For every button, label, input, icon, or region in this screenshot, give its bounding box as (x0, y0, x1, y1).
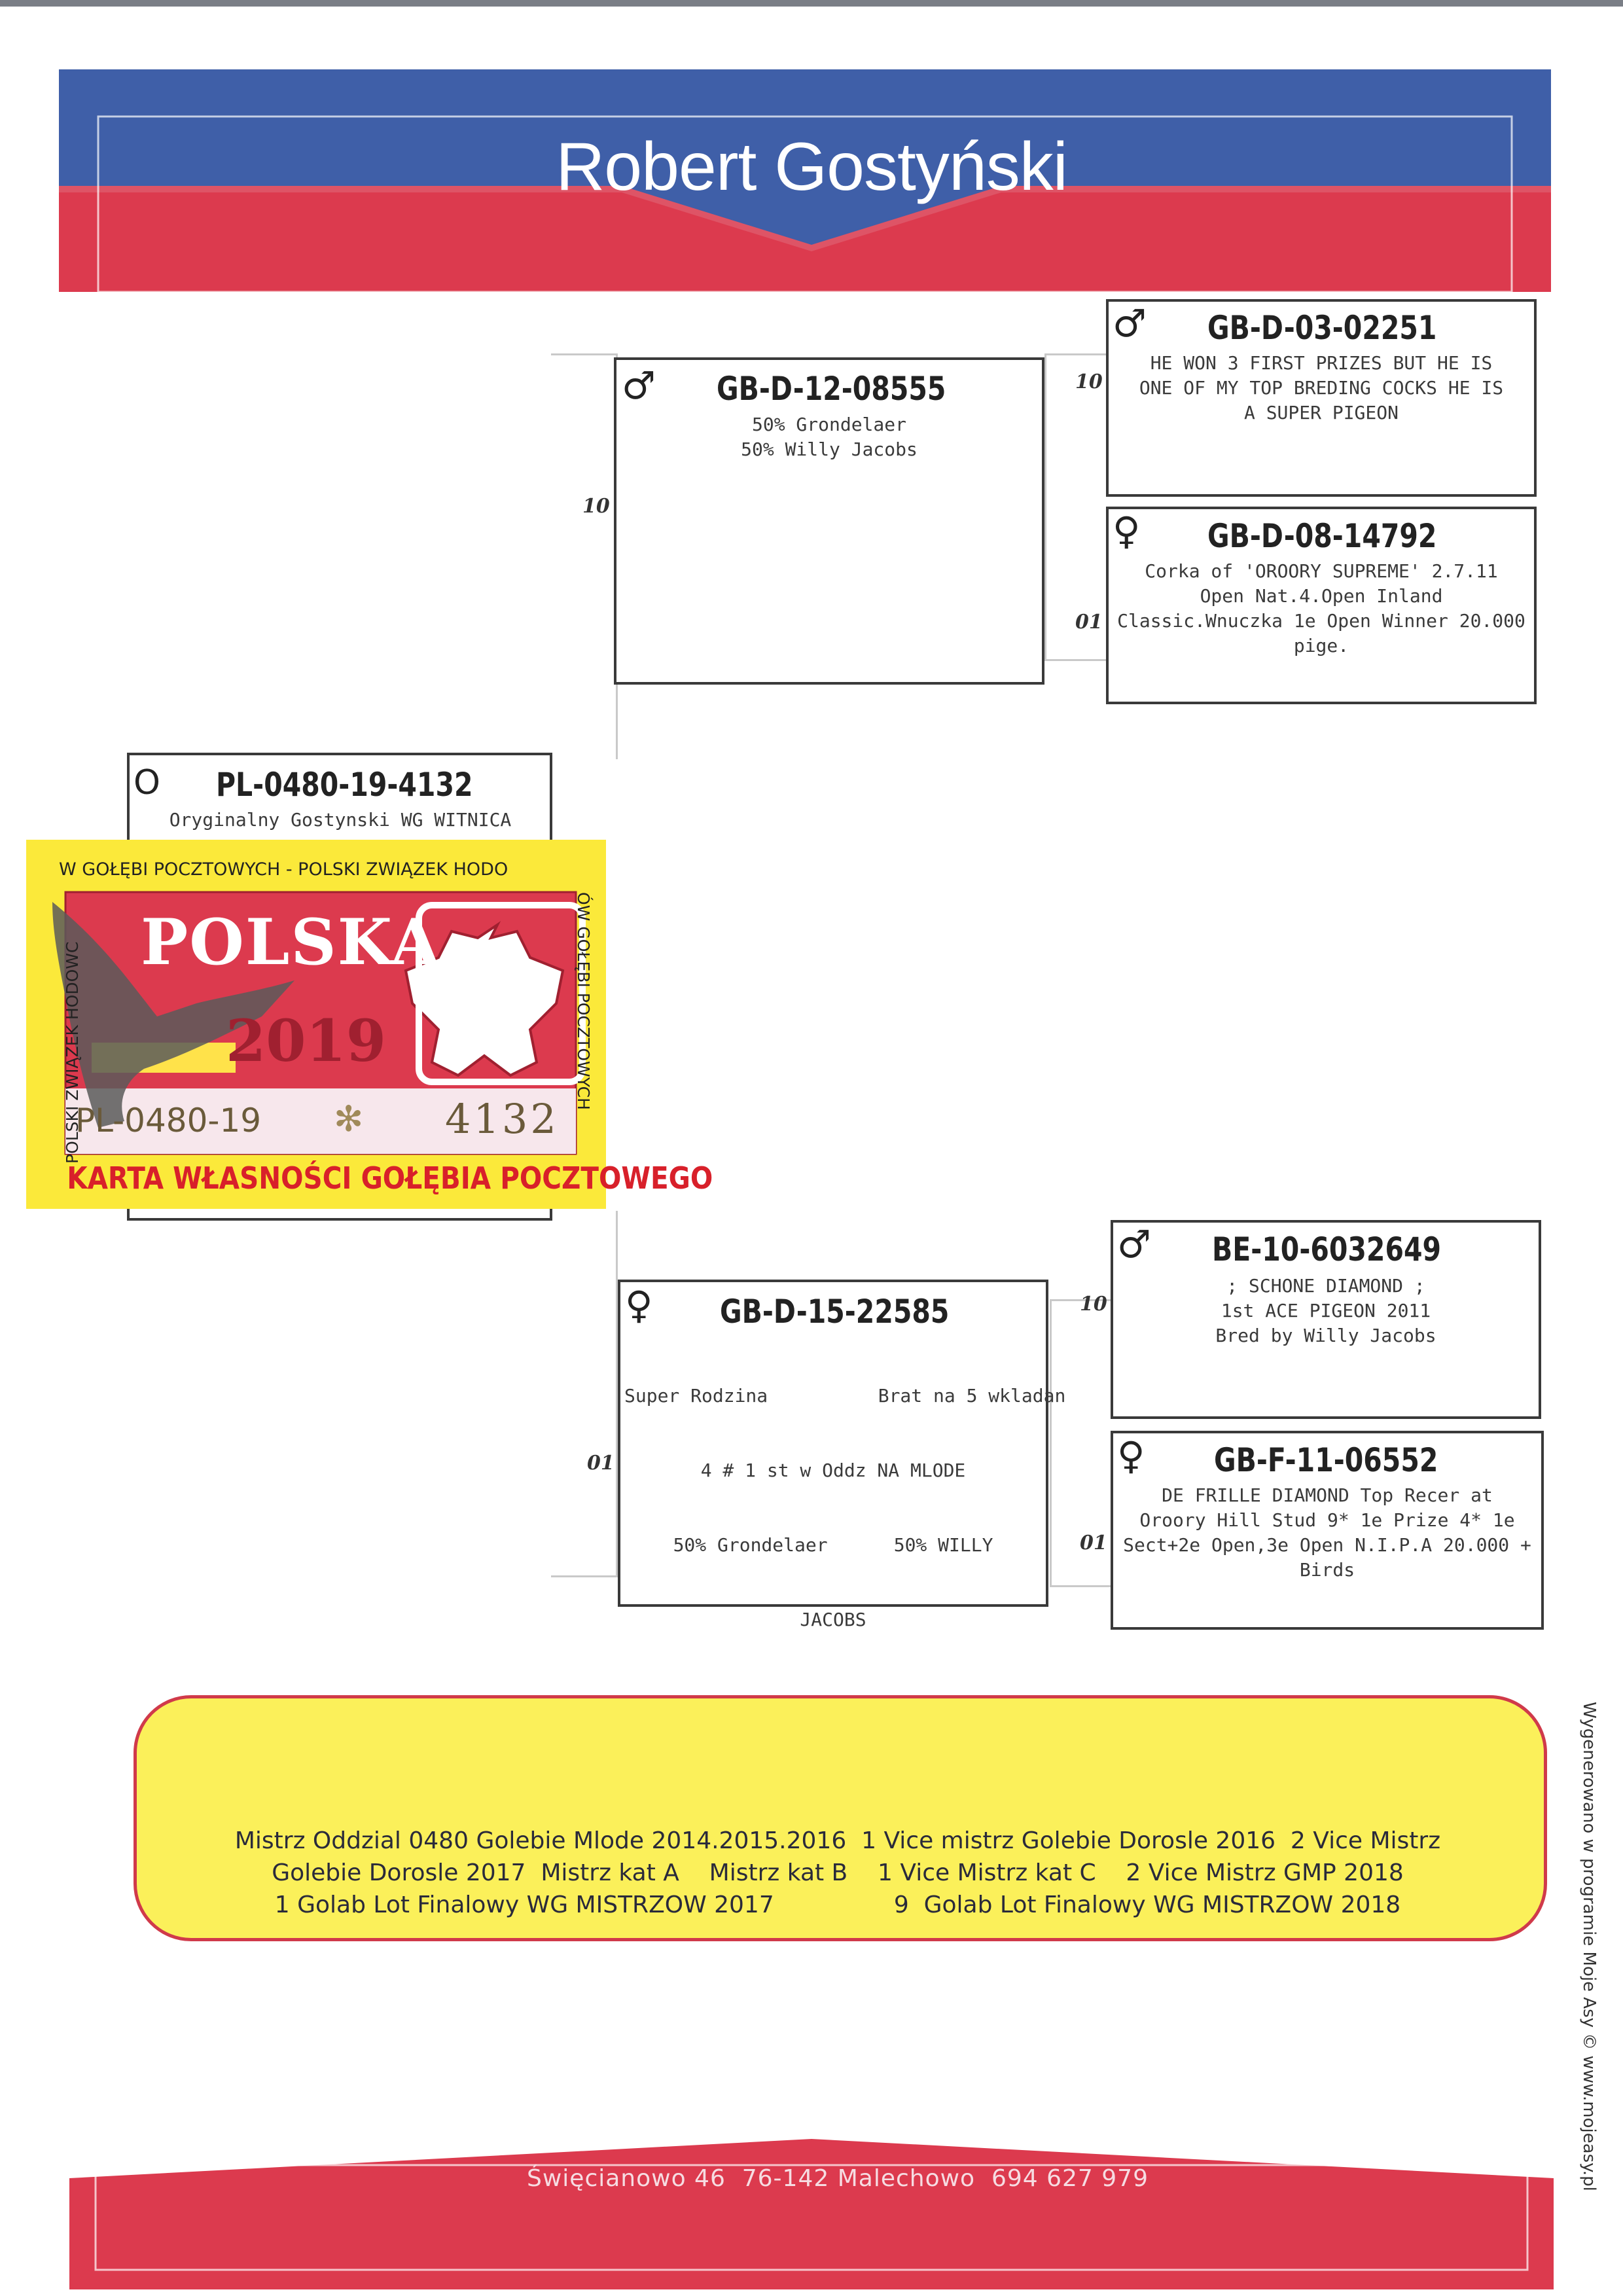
female-icon: ♀ (625, 1283, 653, 1327)
card-ring-prefix: PL-0480-19 (75, 1102, 262, 1139)
ring-number-sire-dam: GB-D-08-14792 (1207, 517, 1437, 555)
ring-number-subject: PL-0480-19-4132 (216, 766, 473, 804)
ring-number-dam: GB-D-15-22585 (720, 1293, 950, 1331)
ring-number-sire-sire: GB-D-03-02251 (1207, 309, 1437, 347)
score-sire-sire: 10 (1075, 370, 1103, 393)
subject-note: Oryginalny Gostynski WG WITNICA (169, 809, 512, 831)
score-dam-dam: 01 (1080, 1532, 1107, 1554)
dam-dam-line: DE FRILLE DIAMOND Top Recer at (1162, 1484, 1493, 1506)
sire-description: 50% Grondelaer 50% Willy Jacobs (622, 412, 1037, 462)
sire-sire-line: HE WON 3 FIRST PRIZES BUT HE IS (1150, 352, 1493, 374)
card-asterisk: ✻ (334, 1098, 364, 1139)
score-sire: 10 (582, 495, 610, 518)
sire-dam-line: pige. (1293, 635, 1349, 656)
dam-line: Super Rodzina Brat na 5 wkladan (624, 1385, 1066, 1407)
card-country: POLSKA (141, 905, 441, 979)
achievements-panel (134, 1695, 1547, 1941)
sire-sire-description: HE WON 3 FIRST PRIZES BUT HE IS ONE OF M… (1113, 351, 1530, 425)
female-icon: ♀ (1117, 1433, 1145, 1478)
dam-dam-line: Sect+2e Open,3e Open N.I.P.A 20.000 + (1123, 1534, 1531, 1556)
header-banner (59, 69, 1551, 292)
sire-dam-description: Corka of 'OROORY SUPREME' 2.7.11 Open Na… (1113, 559, 1530, 658)
card-year: 2019 (226, 1007, 386, 1075)
achievement-line: 1 Golab Lot Finalowy WG MISTRZOW 2017 9 … (274, 1892, 1401, 1918)
female-icon: ♀ (1113, 509, 1141, 553)
sire-dam-line: Corka of 'OROORY SUPREME' 2.7.11 (1145, 560, 1498, 582)
dam-sire-description: ; SCHONE DIAMOND ; 1st ACE PIGEON 2011 B… (1117, 1274, 1535, 1348)
sire-sire-line: A SUPER PIGEON (1243, 402, 1399, 423)
dam-line: 50% Grondelaer 50% WILLY (673, 1534, 993, 1556)
connector-subject-dam (551, 1211, 618, 1577)
ring-number-sire: GB-D-12-08555 (717, 370, 946, 408)
achievement-line: Golebie Dorosle 2017 Mistrz kat A Mistrz… (272, 1859, 1404, 1886)
score-dam-sire: 10 (1080, 1293, 1107, 1316)
pedigree-box-sire-dam[interactable] (1106, 507, 1537, 704)
connector-dam-parents (1050, 1299, 1113, 1587)
ring-number-dam-dam: GB-F-11-06552 (1214, 1441, 1438, 1479)
unknown-sex-icon: O (134, 763, 160, 802)
pedigree-box-dam-dam[interactable] (1111, 1431, 1544, 1630)
ring-number-dam-sire: BE-10-6032649 (1212, 1230, 1442, 1268)
footer-banner (69, 2139, 1554, 2289)
dam-line: 4 # 1 st w Oddz NA MLODE (700, 1460, 966, 1481)
sire-dam-line: Classic.Wnuczka 1e Open Winner 20.000 (1117, 610, 1525, 632)
sire-line: 50% Willy Jacobs (741, 439, 918, 460)
dam-sire-line: Bred by Willy Jacobs (1215, 1325, 1436, 1346)
card-caption: KARTA WŁASNOŚCI GOŁĘBIA POCZTOWEGO (67, 1160, 713, 1196)
pedigree-box-sire[interactable] (614, 357, 1044, 685)
card-right-text: ÓW GOŁĘBI POCZTOWYCH (574, 892, 593, 1110)
side-note: Wygenerowano w programie Moje Asy © www.… (1579, 1702, 1599, 2191)
ownership-card: W GOŁĘBI POCZTOWYCH - POLSKI ZWIĄZEK HOD… (26, 840, 713, 1209)
footer-address: Święcianowo 46 76-142 Malechowo 694 627 … (527, 2165, 1149, 2192)
connector-sire-parents (1044, 353, 1107, 661)
dam-description: Super Rodzina Brat na 5 wkladan 4 # 1 st… (624, 1334, 1066, 1657)
connector-subject-sire (551, 353, 618, 759)
achievement-line: Mistrz Oddzial 0480 Golebie Mlode 2014.2… (234, 1827, 1441, 1854)
score-sire-dam: 01 (1075, 611, 1103, 634)
achievements-text: Mistrz Oddzial 0480 Golebie Mlode 2014.2… (216, 1825, 1459, 1921)
male-icon: ♂ (1117, 1222, 1151, 1266)
dam-dam-line: Birds (1299, 1559, 1355, 1581)
page-title: Robert Gostyński (556, 129, 1068, 205)
dam-sire-line: ; SCHONE DIAMOND ; (1226, 1275, 1425, 1297)
male-icon: ♂ (622, 363, 656, 408)
dam-line: JACOBS (800, 1609, 866, 1630)
card-top-text: W GOŁĘBI POCZTOWYCH - POLSKI ZWIĄZEK HOD… (59, 859, 508, 880)
dam-dam-line: Oroory Hill Stud 9* 1e Prize 4* 1e (1139, 1509, 1515, 1531)
dam-dam-description: DE FRILLE DIAMOND Top Recer at Oroory Hi… (1117, 1483, 1537, 1583)
dam-sire-line: 1st ACE PIGEON 2011 (1221, 1300, 1431, 1321)
scan-edge (0, 0, 1623, 7)
pedigree-box-dam-sire[interactable] (1111, 1220, 1541, 1419)
card-ring-number: 4132 (445, 1095, 559, 1143)
score-dam: 01 (587, 1452, 615, 1475)
pedigree-box-dam[interactable] (618, 1280, 1048, 1607)
male-icon: ♂ (1113, 301, 1147, 346)
sire-sire-line: ONE OF MY TOP BREDING COCKS HE IS (1139, 377, 1504, 399)
sire-dam-line: Open Nat.4.Open Inland (1200, 585, 1443, 607)
sire-line: 50% Grondelaer (751, 414, 906, 435)
pedigree-box-sire-sire[interactable] (1106, 299, 1537, 497)
ownership-card-graphic (26, 840, 606, 1209)
